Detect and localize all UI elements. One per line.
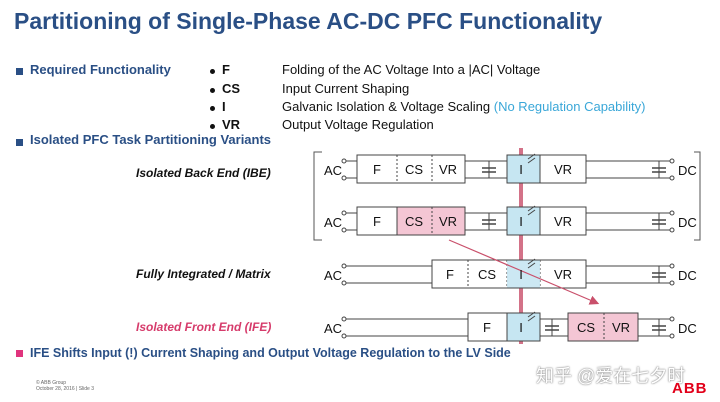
block-vr: VR	[554, 214, 572, 229]
ac-label: AC	[324, 321, 342, 336]
dc-label: DC	[678, 321, 697, 336]
watermark: 知乎 @爱在七夕时	[536, 366, 686, 386]
block-cs: CS	[478, 267, 496, 282]
variant-ife-label: Isolated Front End (IFE)	[136, 320, 272, 334]
block-cs: CS	[577, 320, 595, 335]
row-ife	[341, 311, 675, 342]
block-cs: CS	[405, 162, 423, 177]
block-i: I	[519, 214, 523, 229]
fn-desc-i: Galvanic Isolation & Voltage Scaling (No…	[282, 99, 646, 114]
bullet-square-pink	[16, 350, 23, 357]
block-vr: VR	[554, 162, 572, 177]
block-f: F	[446, 267, 454, 282]
ac-label: AC	[324, 215, 342, 230]
fn-code-vr: VR	[222, 117, 241, 132]
fn-desc-f: Folding of the AC Voltage Into a |AC| Vo…	[282, 62, 541, 77]
footer-company: © ABB Group	[36, 380, 67, 386]
block-f: F	[373, 214, 381, 229]
fn-desc-i-note: (No Regulation Capability)	[493, 99, 646, 114]
fn-desc-vr: Output Voltage Regulation	[282, 117, 434, 132]
block-f: F	[373, 162, 381, 177]
row-ibe-1	[341, 153, 675, 184]
bullet-dot	[210, 69, 215, 74]
block-i: I	[519, 162, 523, 177]
block-cs: CS	[405, 214, 423, 229]
ibe-bracket-right	[694, 151, 701, 241]
block-i: I	[519, 267, 523, 282]
variant-fim-label: Fully Integrated / Matrix	[136, 267, 271, 281]
shift-arrow	[448, 239, 600, 305]
ac-label: AC	[324, 268, 342, 283]
fn-code-i: I	[222, 99, 226, 114]
block-vr: VR	[439, 162, 457, 177]
bullet-square	[16, 68, 23, 75]
dc-label: DC	[678, 163, 697, 178]
footer-date: October 28, 2016 | Slide 3	[36, 386, 95, 392]
ac-label: AC	[324, 163, 342, 178]
bullet-dot	[210, 88, 215, 93]
bullet-square	[16, 139, 23, 146]
row-ibe-2	[341, 205, 675, 236]
dc-label: DC	[678, 268, 697, 283]
block-vr: VR	[554, 267, 572, 282]
fn-desc-i-text: Galvanic Isolation & Voltage Scaling	[282, 99, 494, 114]
variant-ibe-label: Isolated Back End (IBE)	[136, 166, 271, 180]
bullet-dot	[210, 124, 215, 129]
bullet-dot	[210, 106, 215, 111]
page-title: Partitioning of Single-Phase AC-DC PFC F…	[14, 8, 603, 34]
variants-heading: Isolated PFC Task Partitioning Variants	[30, 132, 272, 147]
fn-code-f: F	[222, 62, 230, 77]
row-fim	[341, 258, 675, 289]
footer-note: IFE Shifts Input (!) Current Shaping and…	[30, 346, 511, 360]
dc-label: DC	[678, 215, 697, 230]
block-vr: VR	[612, 320, 630, 335]
fn-desc-cs: Input Current Shaping	[282, 81, 410, 96]
ibe-bracket	[313, 151, 322, 241]
block-i: I	[519, 320, 523, 335]
block-f: F	[483, 320, 491, 335]
abb-logo: ABB	[672, 380, 708, 397]
block-vr: VR	[439, 214, 457, 229]
required-heading: Required Functionality	[30, 62, 171, 77]
fn-code-cs: CS	[222, 81, 241, 96]
